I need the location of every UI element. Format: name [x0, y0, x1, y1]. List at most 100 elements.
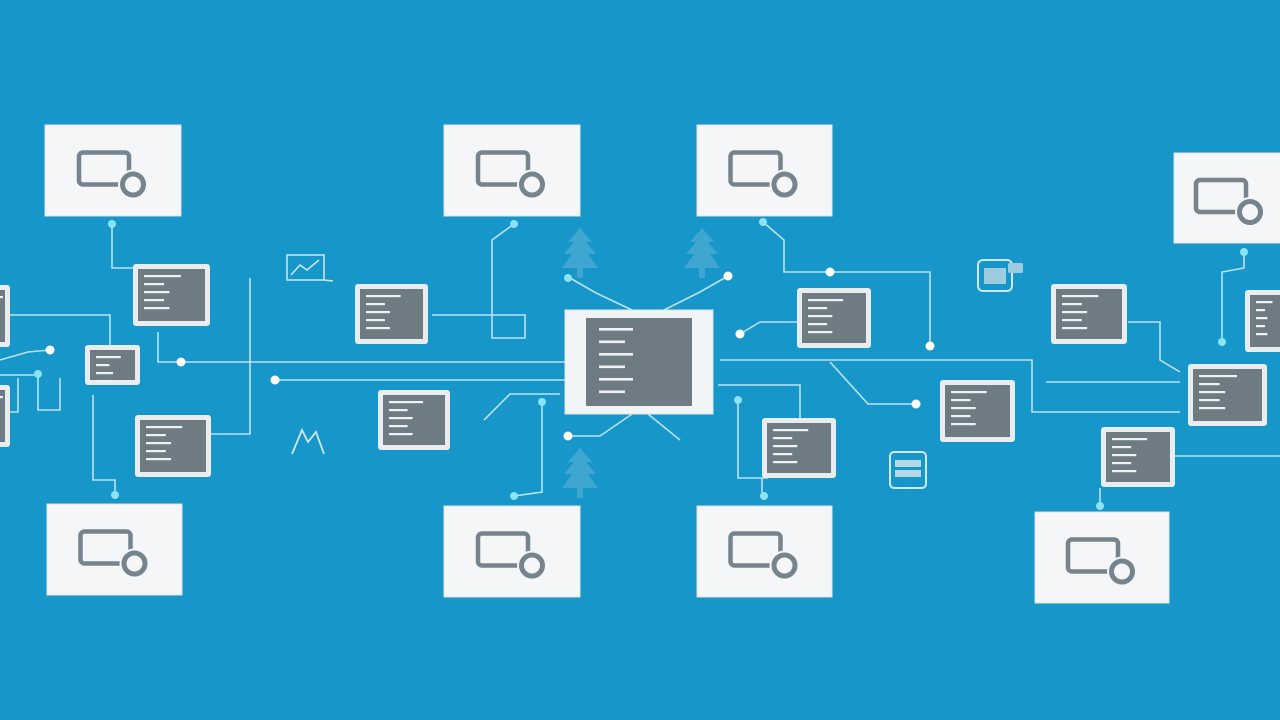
device-card-frame	[1034, 511, 1170, 604]
connector-dot	[1240, 248, 1248, 256]
connector-line	[663, 275, 729, 311]
document-list-icon	[1193, 369, 1262, 421]
connector-dot	[825, 267, 835, 277]
connector-line	[157, 332, 600, 363]
monitor-with-gear-icon	[475, 150, 547, 200]
chart-badge-icon	[977, 259, 1023, 292]
connector-line	[1128, 321, 1181, 373]
connector-line	[111, 222, 135, 269]
device-card-frame	[696, 505, 833, 598]
connector-line	[432, 223, 526, 339]
connector-line	[569, 277, 633, 311]
document-list-icon	[1106, 432, 1170, 482]
connector-dots	[34, 218, 1248, 510]
connector-dot	[538, 398, 546, 406]
document-node	[355, 284, 428, 344]
monitor-with-gear-icon	[728, 531, 800, 581]
device-card-frame	[696, 124, 833, 217]
connector-dot	[111, 491, 119, 499]
tree-icon	[562, 228, 598, 278]
document-node	[1051, 284, 1127, 344]
document-list-icon	[1056, 289, 1122, 339]
connector-line	[718, 384, 801, 420]
device-card-frame	[1173, 152, 1280, 244]
connector-dot	[1096, 502, 1104, 510]
connector-line	[568, 413, 633, 437]
document-nodes	[0, 264, 1280, 487]
connector-line	[513, 402, 543, 497]
document-node	[378, 390, 450, 450]
document-node	[133, 264, 210, 326]
connector-line	[0, 349, 51, 361]
connector-line	[737, 400, 768, 479]
connector-line	[720, 359, 1180, 413]
connector-dot	[176, 357, 186, 367]
monitor-with-gear-icon	[1065, 537, 1137, 587]
triangle-icon	[291, 427, 325, 455]
chart-icon	[286, 254, 334, 282]
tree-icon	[562, 448, 598, 498]
device-card	[1173, 152, 1280, 244]
connector-dot	[34, 370, 42, 378]
connector-dot	[723, 271, 733, 281]
device-card	[443, 124, 581, 217]
connector-dot	[564, 274, 572, 282]
document-node	[135, 415, 211, 477]
document-node	[0, 285, 10, 347]
document-list-icon	[360, 289, 423, 339]
stacked-database-icon	[889, 451, 927, 489]
device-card	[696, 124, 833, 217]
document-list-icon	[140, 420, 206, 472]
document-node	[762, 418, 836, 478]
connector-dot	[563, 431, 573, 441]
document-list-icon	[138, 269, 205, 321]
device-card	[44, 124, 182, 217]
device-card-frame	[443, 124, 581, 217]
connector-dot	[760, 492, 768, 500]
decorative-icons	[286, 228, 1023, 498]
central-hub	[564, 309, 714, 415]
connector-line	[762, 221, 931, 346]
connector-line	[0, 374, 61, 411]
document-node	[0, 385, 10, 447]
connector-dot	[734, 396, 742, 404]
connector-dot	[1218, 338, 1226, 346]
device-card	[443, 505, 581, 598]
device-card-frame	[46, 503, 183, 596]
document-list-icon	[0, 390, 5, 442]
connector-line	[92, 395, 116, 497]
document-list-icon	[383, 395, 445, 445]
document-node	[1188, 364, 1267, 426]
connector-line	[647, 413, 681, 441]
device-card	[1034, 511, 1170, 604]
monitor-with-gear-icon	[76, 150, 148, 200]
monitor-with-gear-icon	[1193, 177, 1265, 227]
device-card	[46, 503, 183, 596]
device-card-frame	[443, 505, 581, 598]
monitor-with-gear-icon	[728, 150, 800, 200]
connector-dot	[510, 492, 518, 500]
document-list-icon	[1250, 295, 1280, 347]
connector-dot	[735, 329, 745, 339]
connector-dot	[270, 375, 280, 385]
device-cards	[44, 124, 1280, 604]
document-node	[85, 345, 140, 385]
document-list-icon	[945, 385, 1010, 437]
connector-line	[483, 393, 560, 421]
device-card	[696, 505, 833, 598]
connector-dot	[108, 220, 116, 228]
connector-dot	[759, 218, 767, 226]
connector-dot	[925, 341, 935, 351]
connector-line	[739, 321, 798, 335]
document-list-icon	[802, 293, 866, 343]
document-list-icon	[0, 290, 5, 342]
monitor-with-gear-icon	[475, 531, 547, 581]
connector-line	[829, 361, 916, 405]
document-node	[797, 288, 871, 348]
connector-line	[1221, 252, 1245, 340]
monitor-with-gear-icon	[78, 529, 150, 579]
connector-line	[210, 278, 251, 435]
document-node	[940, 380, 1015, 442]
